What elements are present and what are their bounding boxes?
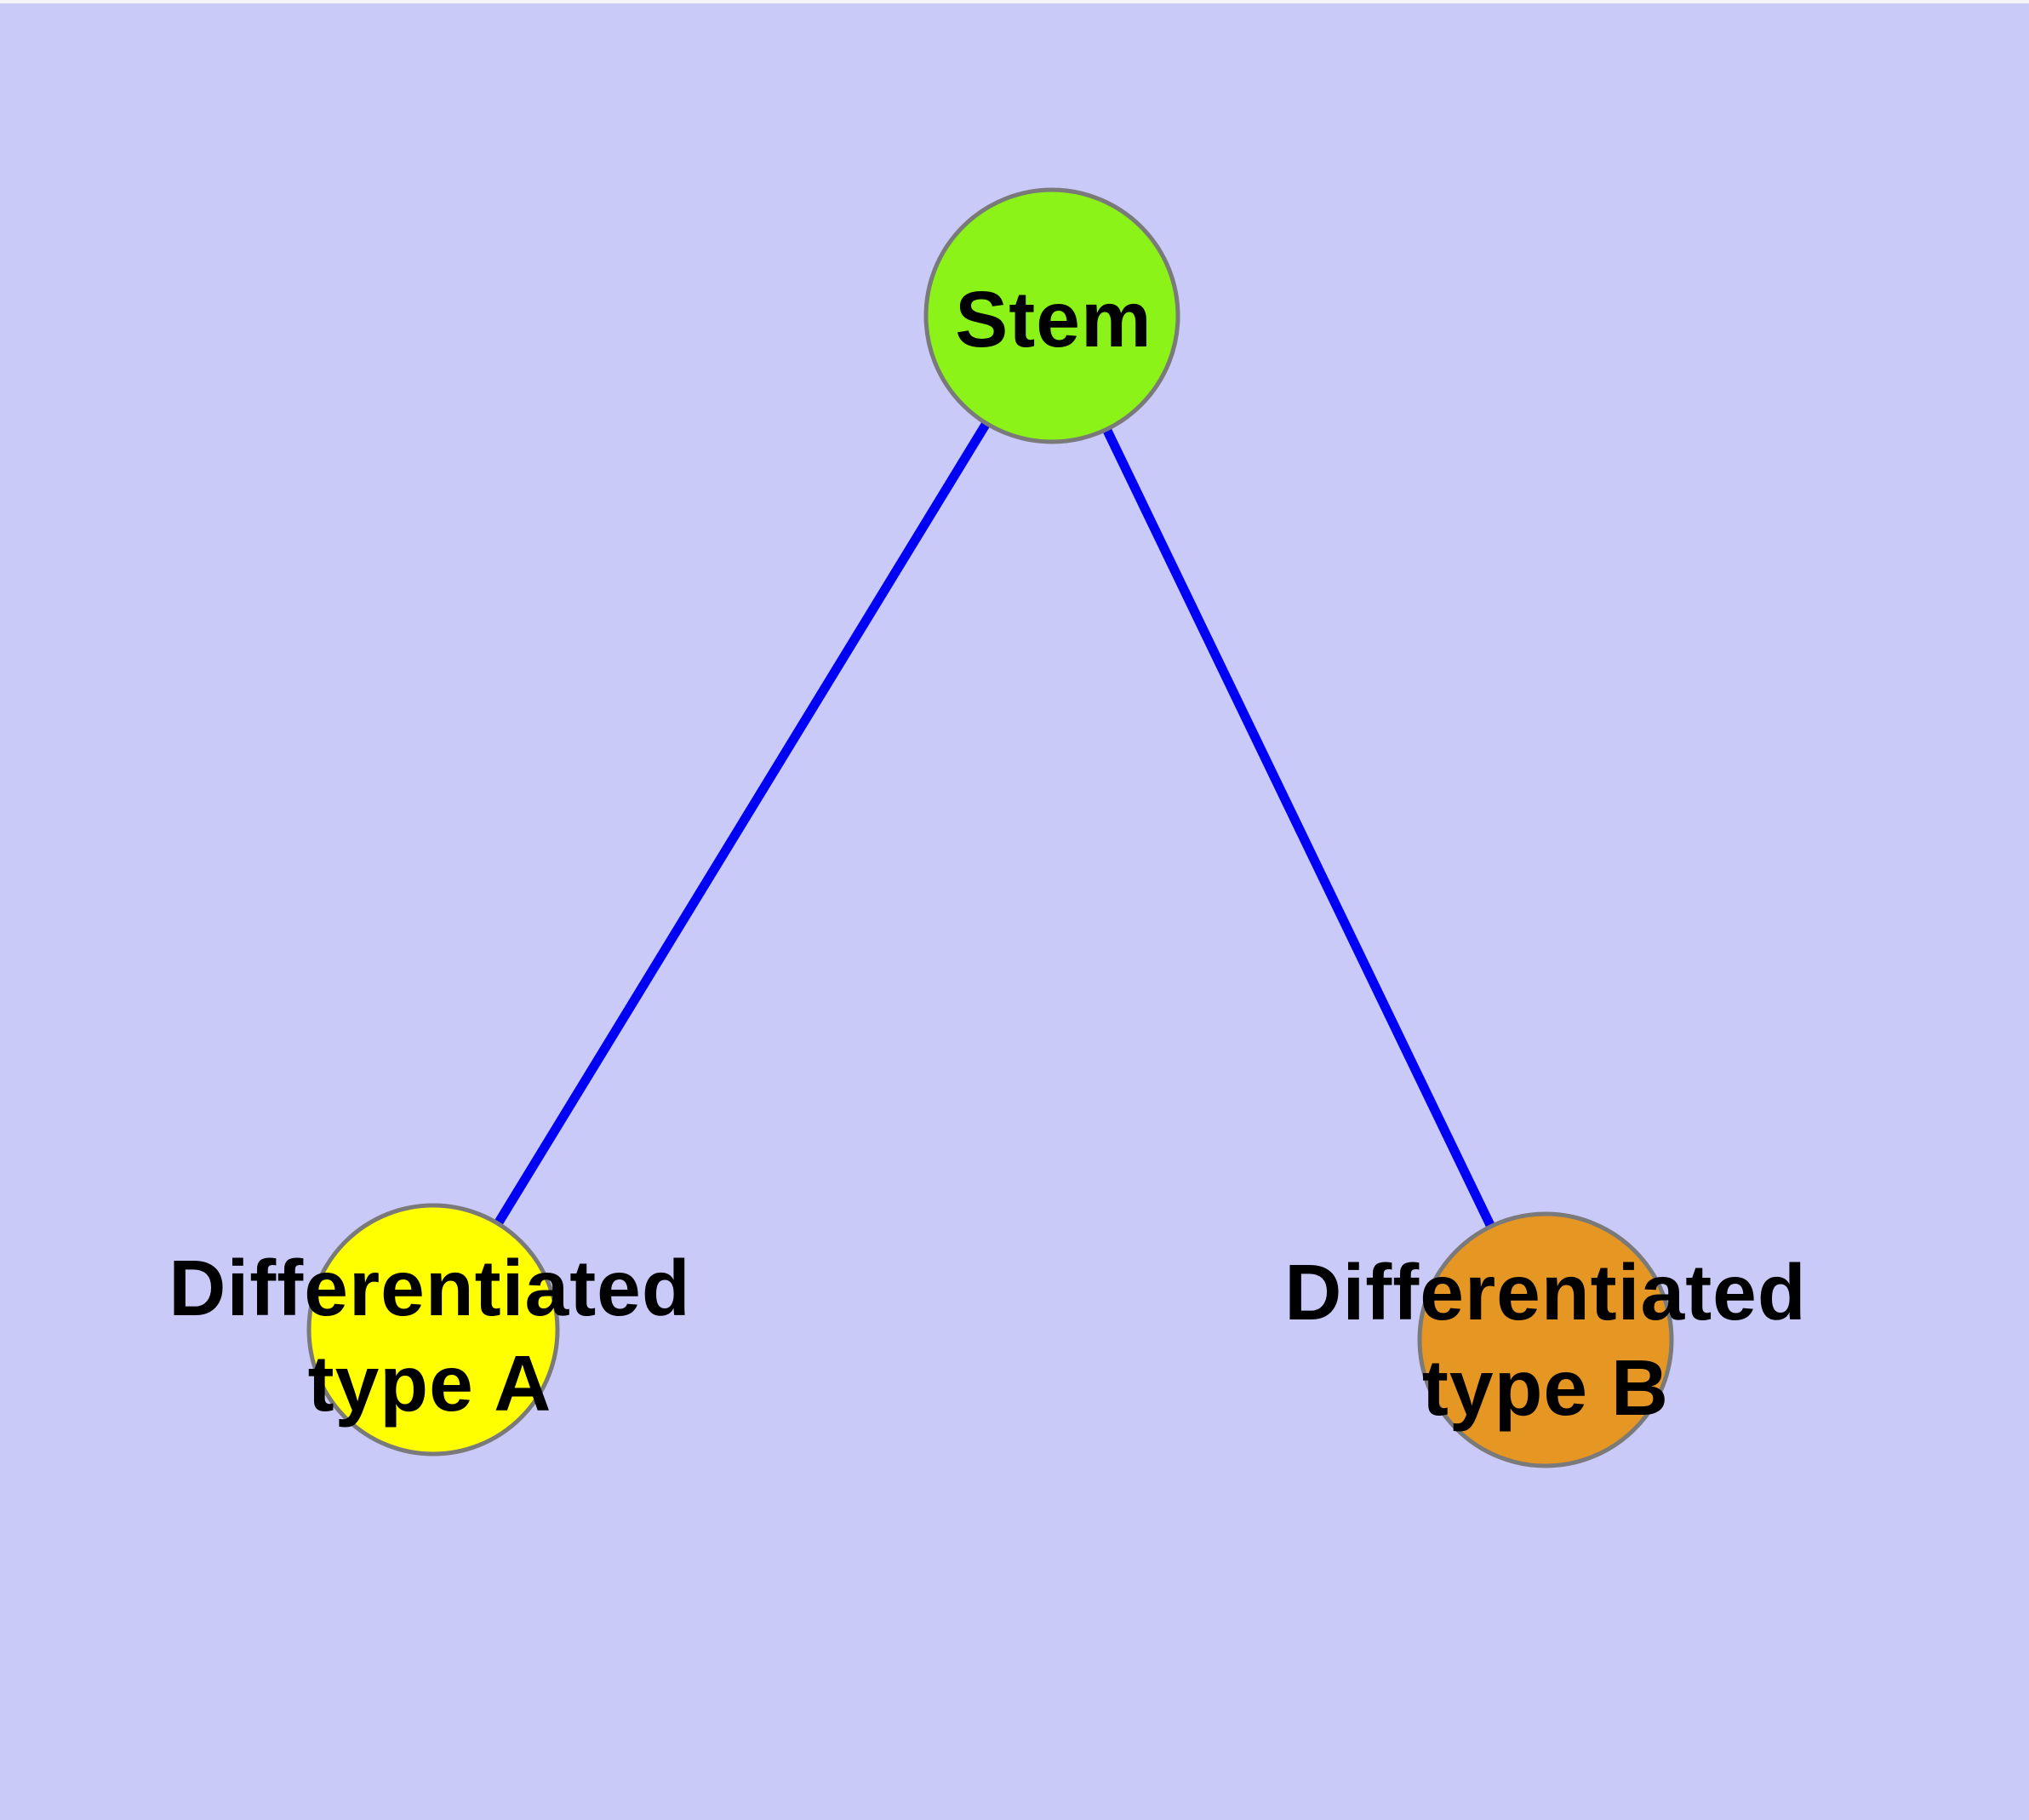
- top-edge-strip: [0, 0, 2029, 3]
- type-a-node-label-line2: type A: [308, 1339, 552, 1428]
- edge-stem-to-type-b: [1048, 313, 1550, 1342]
- node-differentiated-type-a: Differentiated type A: [169, 1203, 690, 1457]
- type-a-node-label-line1: Differentiated: [169, 1244, 690, 1332]
- stem-node-label: Stem: [955, 275, 1152, 363]
- type-b-node-label-line2: type B: [1422, 1343, 1669, 1432]
- stem-node-circle: [923, 187, 1180, 444]
- node-differentiated-type-b: Differentiated type B: [1284, 1211, 1806, 1468]
- node-stem: Stem: [923, 187, 1180, 444]
- edge-stem-to-type-a: [429, 313, 1056, 1332]
- type-a-node-circle: [306, 1203, 560, 1457]
- type-b-node-label-line1: Differentiated: [1284, 1248, 1806, 1336]
- type-b-node-circle: [1417, 1211, 1674, 1468]
